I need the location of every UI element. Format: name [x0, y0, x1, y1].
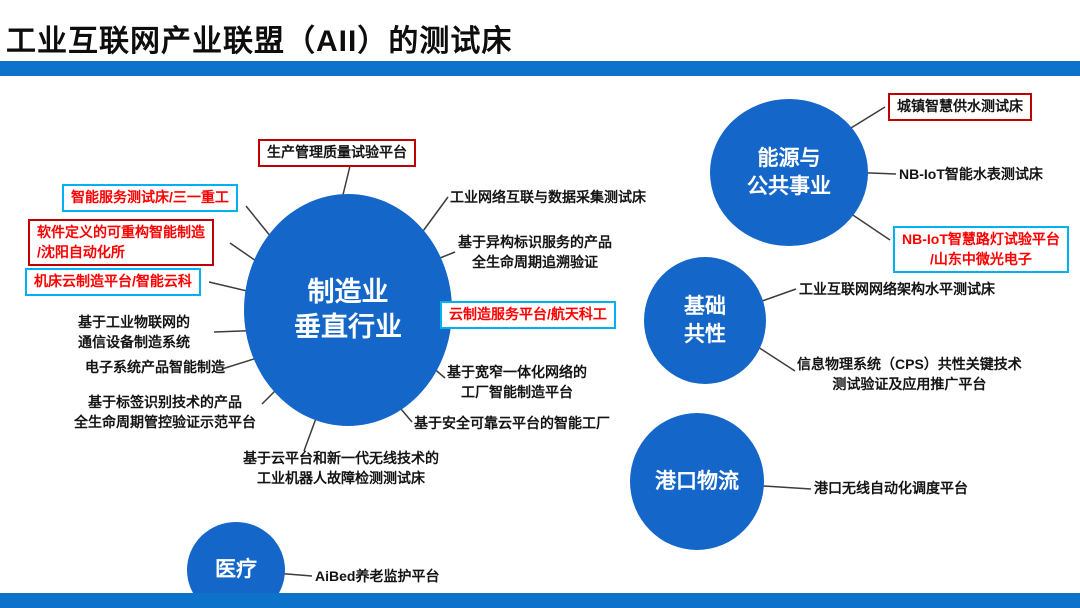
label-nbiot-street-lamp-platform: NB-IoT智慧路灯试验平台 /山东中微光电子 [893, 226, 1069, 274]
label-iiot-communication-equipment: 基于工业物联网的 通信设备制造系统 [78, 314, 190, 350]
label-secure-cloud-smart-factory: 基于安全可靠云平台的智能工厂 [414, 415, 610, 431]
page-title: 工业互联网产业联盟（AII）的测试床 [6, 25, 513, 58]
label-cps-key-technology-platform: 信息物理系统（CPS）共性关键技术 测试验证及应用推广平台 [797, 356, 1022, 392]
label-smart-service-testbed: 智能服务测试床/三一重工 [62, 184, 238, 212]
label-wide-narrow-network-platform: 基于宽窄一体化网络的 工厂智能制造平台 [447, 364, 587, 400]
node-energy-public-utilities: 能源与 公共事业 [710, 99, 868, 246]
title-underline-bar [0, 61, 1080, 76]
node-port-logistics: 港口物流 [630, 413, 764, 550]
label-aibed-elderly-care-platform: AiBed养老监护平台 [315, 568, 440, 584]
label-nbiot-water-meter-testbed: NB-IoT智能水表测试床 [899, 166, 1043, 182]
label-heterogeneous-id-traceability: 基于异构标识服务的产品 全生命周期追溯验证 [458, 234, 612, 270]
label-tag-identification-platform: 基于标签识别技术的产品 全生命周期管控验证示范平台 [74, 394, 256, 430]
label-network-architecture-testbed: 工业互联网网络架构水平测试床 [799, 281, 995, 297]
label-cloud-robot-fault-detection: 基于云平台和新一代无线技术的 工业机器人故障检测测试床 [243, 450, 439, 486]
node-basic-commonality: 基础 共性 [644, 257, 766, 384]
label-electronic-systems-manufacturing: 电子系统产品智能制造 [85, 359, 225, 375]
label-urban-smart-water-testbed: 城镇智慧供水测试床 [888, 93, 1032, 121]
label-software-defined-manufacturing: 软件定义的可重构智能制造 /沈阳自动化所 [28, 219, 214, 267]
label-cloud-manufacturing-platform: 云制造服务平台/航天科工 [440, 301, 616, 329]
label-network-interconnect-data-collection: 工业网络互联与数据采集测试床 [450, 189, 646, 205]
node-manufacturing-vertical-industry: 制造业 垂直行业 [244, 194, 452, 426]
label-machine-tool-cloud-platform: 机床云制造平台/智能云科 [25, 268, 201, 296]
label-port-wireless-dispatch-platform: 港口无线自动化调度平台 [814, 480, 968, 496]
bottom-accent-bar [0, 593, 1080, 608]
label-production-quality-testbed: 生产管理质量试验平台 [258, 139, 416, 167]
